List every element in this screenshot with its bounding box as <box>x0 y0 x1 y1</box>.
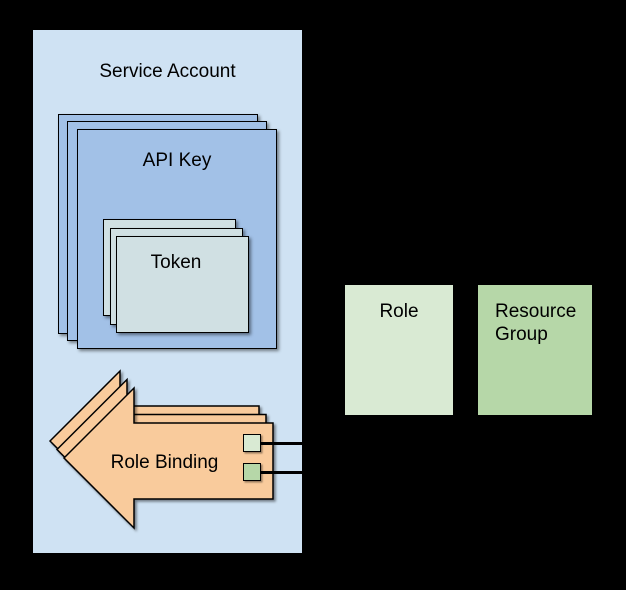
resource-group-box <box>478 285 592 415</box>
role-box <box>345 285 453 415</box>
connector-square-resource-group <box>243 463 261 481</box>
connector-line-to-role <box>259 442 345 445</box>
connector-line-to-resource-group <box>259 471 345 474</box>
token-box <box>116 236 249 333</box>
connector-square-role <box>243 434 261 452</box>
